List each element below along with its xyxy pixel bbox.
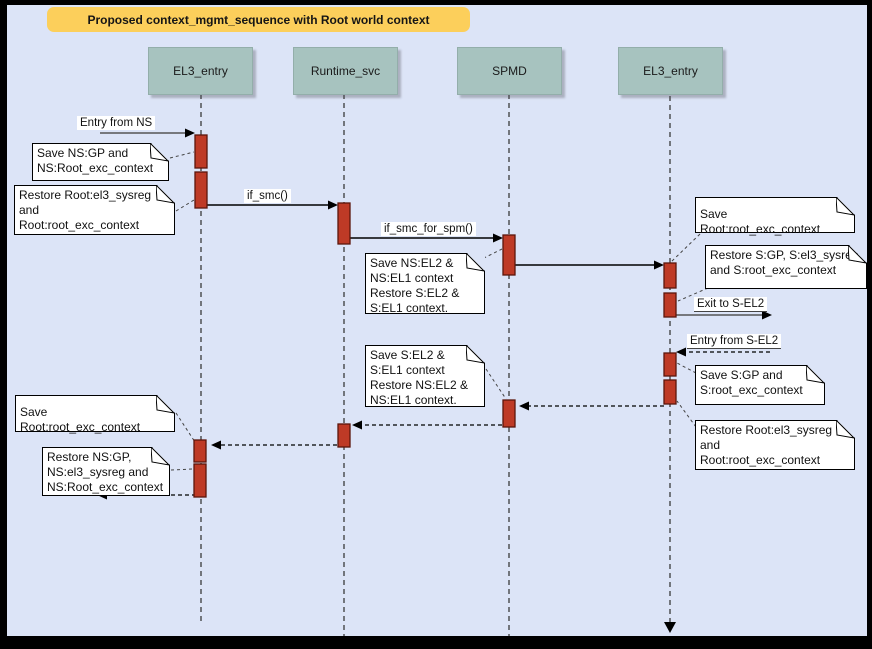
note-fold-icon [156,185,175,204]
lifeline-header-el3-entry-left: EL3_entry [148,47,253,95]
note-save-s-gp: Save S:GP and S:root_exc_context [695,365,825,405]
note-fold-icon [150,143,169,162]
note-fold-icon [848,245,867,264]
activation-el3r-2 [663,292,677,318]
call-arrows [100,128,772,320]
note-fold-icon [156,395,175,414]
activation-spmd-2 [502,399,516,428]
activation-runtime-2 [337,423,351,448]
activation-el3l-4 [193,463,207,498]
lifeline-header-el3-entry-right: EL3_entry [618,47,723,95]
message-label-entry-from-ns: Entry from NS [77,116,156,130]
lifeline-header-runtime-svc: Runtime_svc [293,47,398,95]
diagram-title: Proposed context_mgmt_sequence with Root… [47,7,470,32]
activation-el3l-2 [194,171,208,209]
note-fold-icon [151,447,170,466]
note-save-ns-gp: Save NS:GP and NS:Root_exc_context [32,143,169,181]
note-fold-icon [836,420,855,439]
message-label-if-smc: if_smc() [244,189,291,203]
note-restore-s-gp: Restore S:GP, S:el3_sysreg and S:root_ex… [705,245,867,289]
activation-el3r-3 [663,352,677,377]
lifeline-header-spmd: SPMD [457,47,562,95]
message-label-exit-to-sel2: Exit to S-EL2 [694,297,768,312]
note-restore-root-el3-sysreg-top: Restore Root:el3_sysreg and Root:root_ex… [14,185,175,235]
activation-bars [193,134,677,498]
lifeline-end-arrow-icon [664,622,676,633]
message-label-if-smc-for-spm: if_smc_for_spm() [381,222,476,236]
activation-el3r-4 [663,379,677,405]
message-label-entry-from-sel2: Entry from S-EL2 [687,334,782,349]
note-save-root-exc-right: Save Root:root_exc_context [695,197,855,236]
lifeline-label: EL3_entry [643,64,698,78]
note-save-root-exc-left: Save Root:root_exc_context [15,395,175,434]
note-connectors [169,151,709,471]
activation-runtime-1 [337,202,351,245]
lifeline-label: SPMD [492,64,527,78]
activation-el3r-1 [663,262,677,289]
activation-spmd-1 [502,234,516,276]
lifeline-label: EL3_entry [173,64,228,78]
note-restore-root-el3-sysreg-bottom: Restore Root:el3_sysreg and Root:root_ex… [695,420,855,470]
activation-el3l-1 [194,134,208,169]
note-fold-icon [806,365,825,384]
lifeline-label: Runtime_svc [310,64,381,78]
note-fold-icon [466,253,485,272]
note-save-s-el2-restore-ns: Save S:EL2 & S:EL1 context Restore NS:EL… [365,345,485,407]
activation-el3l-3 [193,439,207,463]
note-fold-icon [836,197,855,216]
note-restore-ns-gp: Restore NS:GP, NS:el3_sysreg and NS:Root… [42,447,170,496]
diagram-background [7,5,867,636]
note-fold-icon [466,345,485,364]
note-save-ns-el2-restore-s: Save NS:EL2 & NS:EL1 context Restore S:E… [365,253,485,315]
